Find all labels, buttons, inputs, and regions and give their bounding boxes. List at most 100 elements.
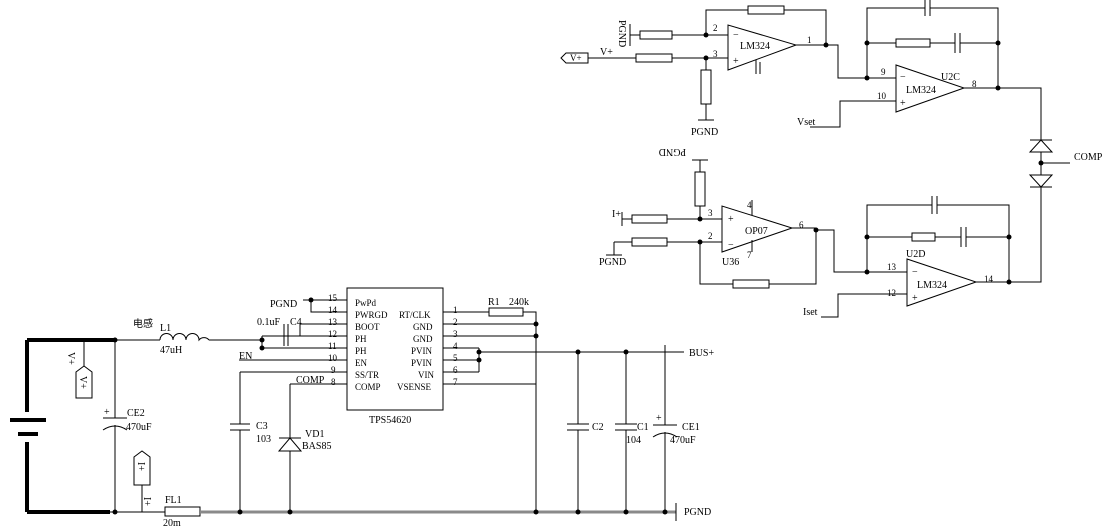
c3-ref: C3 <box>256 421 268 432</box>
i-plus-flag: I+ <box>133 450 151 512</box>
v-plus-flag: V+ <box>75 340 93 399</box>
junction-dots <box>112 297 668 515</box>
c3-value: 103 <box>256 434 271 445</box>
ic-pin-vin: VIN <box>418 370 434 380</box>
ic-pinnum-6: 6 <box>453 365 458 375</box>
ic-pin-pvin-1: PVIN <box>411 346 433 356</box>
inductor-value: 47uH <box>160 345 182 356</box>
ce1-value: 470uF <box>670 435 696 446</box>
capacitor-ce1: + CE1 470uF <box>652 352 700 512</box>
ic-pinnum-2: 2 <box>453 317 458 327</box>
ic-pinnum-9: 9 <box>331 365 336 375</box>
pgnd-bottom-label: PGND <box>684 507 711 518</box>
comp-ic-label: COMP <box>296 375 325 386</box>
u2d-ref: U2D <box>906 249 925 260</box>
ic-pinnum-12: 12 <box>328 329 337 339</box>
u2d-pin-plus: 12 <box>887 288 896 298</box>
fl1-value: 20m <box>163 518 181 529</box>
u2c-plus-sign: + <box>900 98 906 109</box>
opamp-u2d: LM324 U2D − + 13 12 14 <box>821 196 1012 318</box>
capacitor-ce2: + CE2 470uF <box>102 340 152 512</box>
ic-pinnum-4: 4 <box>453 341 458 351</box>
ic-pin-pwrgd: PWRGD <box>355 310 388 320</box>
vset-label: Vset <box>797 117 816 128</box>
pgnd-u1-bottom-label: PGND <box>691 127 718 138</box>
ic-pinnum-5: 5 <box>453 353 458 363</box>
u2d-pin-out: 14 <box>984 274 994 284</box>
ic-pinnum-11: 11 <box>328 341 337 351</box>
c1-value: 104 <box>626 435 641 446</box>
v-plus-port-label: V+ <box>570 53 582 63</box>
ic-pinnum-7: 7 <box>453 377 458 387</box>
u36-pin-top: 4 <box>747 200 752 210</box>
v-plus-rotated-label-group: V+ <box>65 352 76 365</box>
iset-label: Iset <box>803 307 818 318</box>
u2c-pin-out: 8 <box>972 79 977 89</box>
ce1-plus: + <box>656 413 662 424</box>
r1-value: 240k <box>509 297 529 308</box>
ic-pinnum-14: 14 <box>328 305 338 315</box>
ic-pinnum-13: 13 <box>328 317 338 327</box>
u36-pin-plus: 3 <box>708 208 713 218</box>
ic-left-pin-numbers: 15 14 13 12 11 10 9 8 <box>328 293 338 387</box>
u36-minus-sign: − <box>728 240 734 251</box>
ic-right-pin-names: RT/CLK GND GND PVIN PVIN VIN VSENSE <box>397 310 434 392</box>
ce2-ref: CE2 <box>127 408 145 419</box>
c2-ref: C2 <box>592 422 604 433</box>
ic-pin-rtclk: RT/CLK <box>399 310 431 320</box>
u2d-minus-sign: − <box>912 267 918 278</box>
u2d-pin-minus: 13 <box>887 262 897 272</box>
battery-source <box>10 338 115 514</box>
capacitor-c4: 0.1uF C4 <box>257 317 302 348</box>
u2c-model: LM324 <box>906 85 936 96</box>
inductor-ref: L1 <box>160 323 171 334</box>
en-label: EN <box>239 351 252 362</box>
i-plus-rotated-label: I+ <box>141 497 152 506</box>
ic-pin-comp: COMP <box>355 382 381 392</box>
opamp-u36: OP07 U36 + − 3 2 6 4 7 <box>614 160 907 289</box>
u36-pin-bottom: 7 <box>747 250 752 260</box>
pgnd-u1-top-label: PGND <box>616 20 627 47</box>
ic-right-pin-numbers: 1 2 3 4 5 6 7 <box>453 305 458 387</box>
bus-plus-label: BUS+ <box>689 348 714 359</box>
ic-pin-gnd-2: GND <box>413 334 433 344</box>
u1-pin-out: 1 <box>807 35 812 45</box>
ic-pinnum-8: 8 <box>331 377 336 387</box>
ic-pin-pwpd: PwPd <box>355 298 377 308</box>
inductor-l1: 电感 L1 47uH <box>115 317 262 356</box>
opamp-u1: LM324 − + 2 3 1 <box>588 5 896 120</box>
opamp-u2c: LM324 U2C − + 9 10 8 <box>839 0 1042 140</box>
resistor-r1: R1 240k <box>488 297 537 512</box>
ic-pin-gnd-1: GND <box>413 322 433 332</box>
ic-pin-pvin-2: PVIN <box>411 358 433 368</box>
output-diodes: COMP <box>1009 139 1103 283</box>
c1-ref: C1 <box>637 422 649 433</box>
u2c-pin-plus: 10 <box>877 91 887 101</box>
u36-pin-minus: 2 <box>708 231 713 241</box>
v-plus-port: V+ V+ <box>560 47 613 64</box>
u1-pin-plus: 3 <box>713 49 718 59</box>
r1-ref: R1 <box>488 297 500 308</box>
diode-vd1: VD1 BAS85 <box>277 384 331 512</box>
fl1-ref: FL1 <box>165 495 182 506</box>
c4-ref: C4 <box>290 317 302 328</box>
ce2-plus: + <box>104 407 110 418</box>
u36-plus-sign: + <box>728 214 734 225</box>
u2c-pin-minus: 9 <box>881 67 886 77</box>
i-plus-rotated-label-group: I+ <box>141 497 152 506</box>
ground-bus: PGND FL1 20m <box>110 495 711 529</box>
u1-pin-minus: 2 <box>713 23 718 33</box>
vd1-ref: VD1 <box>305 429 324 440</box>
ic-pin-boot: BOOT <box>355 322 380 332</box>
u1-minus-sign: − <box>733 30 739 41</box>
u36-model: OP07 <box>745 226 768 237</box>
ic-left-pin-names: PwPd PWRGD BOOT PH PH EN SS/TR COMP <box>355 298 388 392</box>
ce2-value: 470uF <box>126 422 152 433</box>
u2d-plus-sign: + <box>912 293 918 304</box>
inductor-note: 电感 <box>133 317 153 330</box>
ic-pinnum-3: 3 <box>453 329 458 339</box>
ic-pin-ph-1: PH <box>355 334 367 344</box>
u36-pin-out: 6 <box>799 220 804 230</box>
